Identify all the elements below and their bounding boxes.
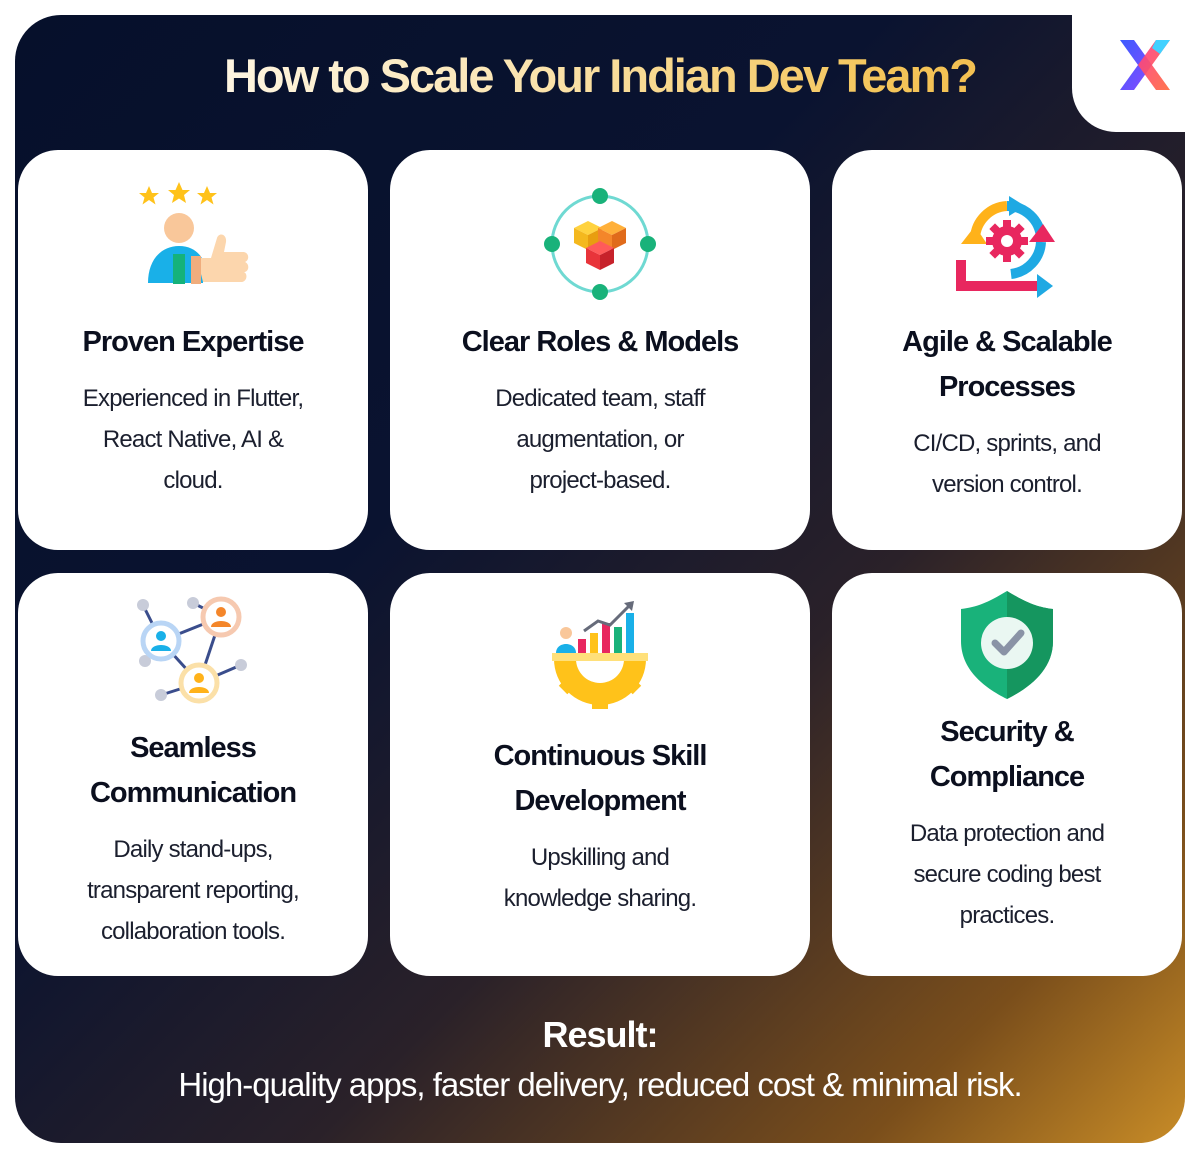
card-description-line: cloud. — [163, 467, 223, 494]
card-clear-roles-models: Clear Roles & Models Dedicated team, sta… — [390, 150, 810, 550]
card-description-line: augmentation, or — [516, 426, 684, 453]
card-title-line: Clear Roles & Models — [461, 326, 740, 358]
result-label: Result: — [542, 1014, 658, 1055]
card-description: Daily stand-ups, transparent reporting, … — [40, 829, 346, 952]
card-title-line: Security & — [940, 716, 1074, 748]
card-description-line: knowledge sharing. — [503, 885, 697, 912]
card-title-line: Agile & Scalable — [902, 326, 1113, 358]
result-text: High-quality apps, faster delivery, redu… — [178, 1066, 1022, 1103]
card-title-line: Communication — [89, 777, 297, 809]
card-title: Security & Compliance — [852, 710, 1162, 800]
card-title-line: Processes — [938, 371, 1076, 403]
card-description-line: project-based. — [529, 467, 672, 494]
card-description-line: practices. — [959, 902, 1056, 929]
card-description-line: Dedicated team, staff — [495, 385, 705, 412]
page-title: How to Scale Your Indian Dev Team? — [30, 44, 1170, 108]
shield-check-icon — [961, 591, 1053, 699]
header-notch — [1072, 0, 1200, 132]
card-continuous-skill-development: Continuous Skill Development Upskilling … — [390, 573, 810, 976]
brand-logo-icon — [1120, 40, 1170, 90]
card-title-line: Proven Expertise — [82, 326, 305, 358]
card-proven-expertise: Proven Expertise Experienced in Flutter,… — [18, 150, 368, 550]
card-description: Dedicated team, staff augmentation, or p… — [412, 378, 788, 501]
cubes-network-icon — [544, 188, 656, 300]
card-security-compliance: Security & Compliance Data protection an… — [832, 573, 1182, 976]
card-description-line: collaboration tools. — [100, 918, 286, 945]
card-title: Clear Roles & Models — [410, 320, 790, 365]
card-seamless-communication: Seamless Communication Daily stand-ups, … — [18, 573, 368, 976]
card-title: Proven Expertise — [38, 320, 348, 365]
card-description-line: CI/CD, sprints, and — [913, 430, 1101, 457]
card-description-line: Upskilling and — [530, 844, 670, 871]
card-title: Agile & Scalable Processes — [852, 320, 1162, 410]
card-description: Upskilling and knowledge sharing. — [412, 837, 788, 919]
thumbs-up-expert-icon — [139, 182, 249, 284]
card-description: CI/CD, sprints, and version control. — [854, 423, 1160, 505]
card-description-line: Experienced in Flutter, — [82, 385, 304, 412]
card-description: Data protection and secure coding best p… — [854, 813, 1160, 936]
card-description-line: Daily stand-ups, — [113, 836, 273, 863]
card-description-line: React Native, AI & — [102, 426, 284, 453]
card-description: Experienced in Flutter, React Native, AI… — [40, 378, 346, 501]
card-title-line: Development — [514, 785, 686, 817]
card-description-line: secure coding best — [913, 861, 1101, 888]
agile-cycle-gear-icon — [956, 196, 1055, 298]
card-description-line: Data protection and — [909, 820, 1105, 847]
card-title-line: Compliance — [929, 761, 1085, 793]
growth-chart-gear-icon — [552, 601, 648, 709]
card-title-line: Continuous Skill — [493, 740, 708, 772]
card-title: Seamless Communication — [38, 726, 348, 816]
card-description-line: transparent reporting, — [87, 877, 300, 904]
card-title-line: Seamless — [130, 732, 257, 764]
card-title: Continuous Skill Development — [410, 734, 790, 824]
team-network-icon — [137, 596, 247, 704]
card-agile-scalable-processes: Agile & Scalable Processes CI/CD, sprint… — [832, 150, 1182, 550]
card-description-line: version control. — [932, 471, 1083, 498]
